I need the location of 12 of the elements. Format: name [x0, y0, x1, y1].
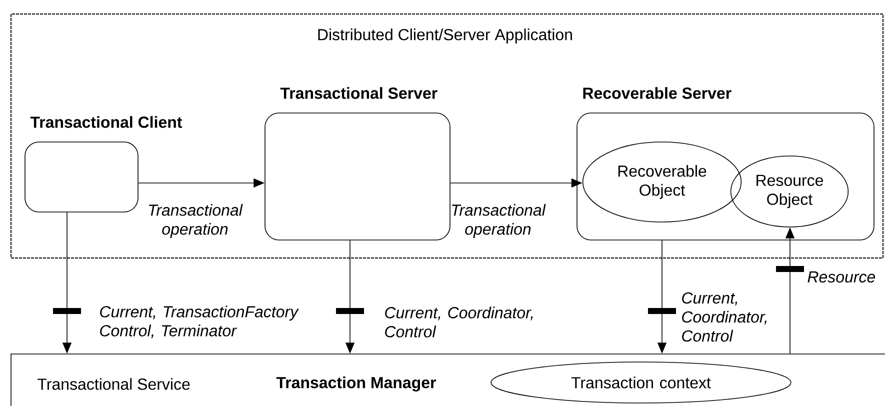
- edge-label: Current, Coordinator, Control: [385, 306, 533, 338]
- component-title: Recoverable Server: [583, 87, 732, 99]
- edge-label: Transactional operation: [452, 204, 546, 238]
- caption-text: Distributed Client/Server Application: [318, 28, 572, 44]
- caption-text: Transactional Service: [38, 378, 190, 390]
- edge-label: Resource: [808, 271, 876, 283]
- edge-label: Transactional operation: [149, 204, 243, 238]
- edge-label: Current, Coordinator, Control: [682, 292, 766, 342]
- component-title: Transactional Server: [280, 87, 438, 99]
- component-title: Transactional Client: [30, 116, 182, 128]
- edge-label: Current, TransactionFactory Control, Terminator: [100, 306, 299, 338]
- component-title: Transaction Manager: [276, 376, 436, 392]
